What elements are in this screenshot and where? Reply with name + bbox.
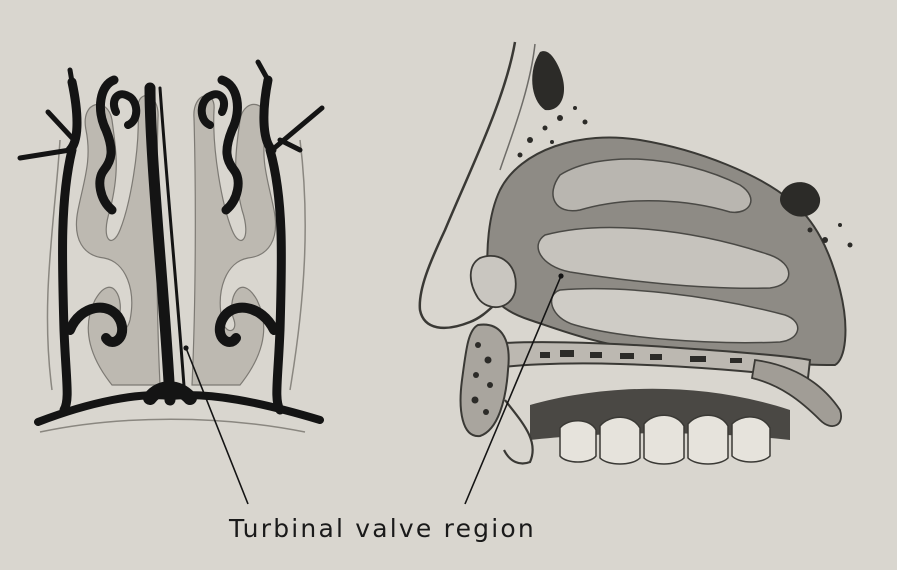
figure-caption: Turbinal valve region — [229, 514, 536, 543]
pointer-dot-coronal — [183, 345, 188, 350]
pointer-dot-sagittal — [558, 273, 563, 278]
